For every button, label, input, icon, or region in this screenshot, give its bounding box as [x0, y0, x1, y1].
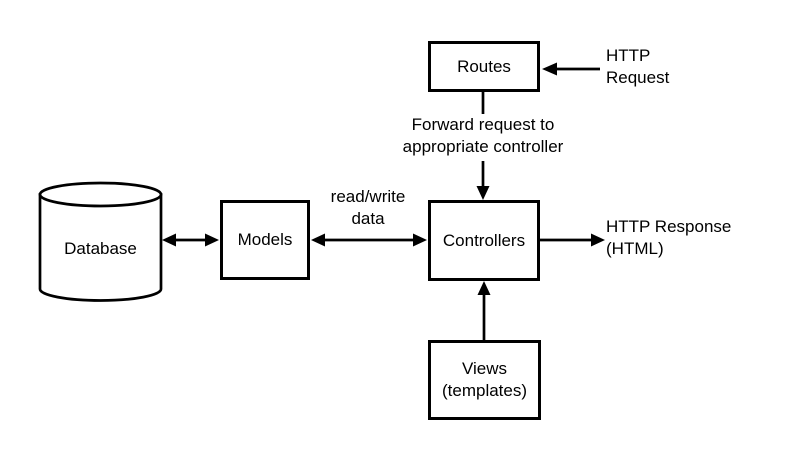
node-routes: Routes	[428, 41, 540, 92]
node-routes-label: Routes	[457, 56, 511, 76]
node-controllers: Controllers	[428, 200, 540, 281]
node-views-label: Views (templates)	[441, 359, 528, 400]
node-views: Views (templates)	[428, 340, 541, 420]
annotation-http-request: HTTP Request	[606, 46, 670, 87]
arrow-views-to-controllers	[477, 281, 491, 340]
node-models: Models	[220, 200, 310, 280]
node-database-label: Database	[64, 239, 137, 258]
arrow-controllers-to-response	[540, 233, 605, 247]
node-controllers-label: Controllers	[442, 230, 526, 250]
node-models-label: Models	[237, 230, 293, 249]
arrow-models-controllers	[311, 233, 427, 247]
annotation-read-write-data: read/write data	[330, 187, 406, 228]
arrow-routes-to-controllers	[476, 92, 490, 200]
annotation-http-response: HTTP Response (HTML)	[606, 217, 732, 258]
database-cylinder	[38, 181, 163, 302]
arrow-database-models	[162, 233, 219, 247]
arrow-http-request-to-routes	[542, 62, 600, 76]
annotation-forward-request: Forward request to appropriate controlle…	[402, 115, 564, 156]
